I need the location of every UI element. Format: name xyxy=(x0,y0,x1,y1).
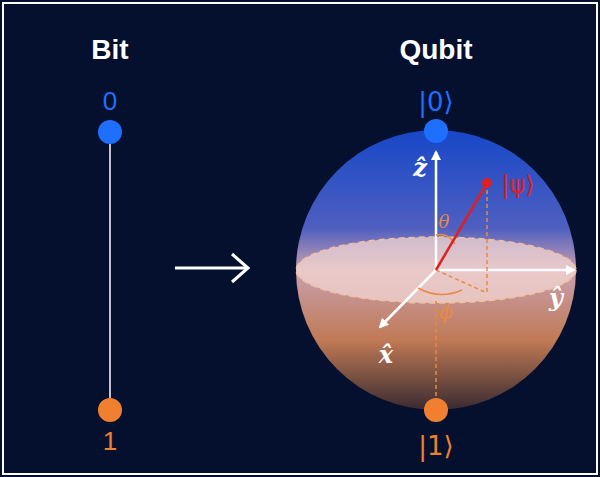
state-label: |0⟩ xyxy=(418,89,453,115)
bit-value: 1 xyxy=(103,428,117,454)
column-heading: Bit xyxy=(91,36,128,64)
bit-line xyxy=(110,144,111,398)
axis-label: ẑ xyxy=(413,156,427,180)
state-dot xyxy=(98,398,122,422)
angle-label: ϕ xyxy=(439,302,453,322)
axis-label: x̂ xyxy=(379,343,393,367)
bit-value: 0 xyxy=(103,88,117,114)
angle-label: θ xyxy=(439,213,450,231)
state-dot xyxy=(98,120,122,144)
axis-label: ŷ xyxy=(549,286,563,310)
bit-state: 0 xyxy=(98,88,122,144)
state-label: |1⟩ xyxy=(418,433,453,459)
column-heading: Qubit xyxy=(399,36,472,64)
bit-state: 1 xyxy=(98,398,122,454)
state-label: |ψ⟩ xyxy=(501,173,534,197)
